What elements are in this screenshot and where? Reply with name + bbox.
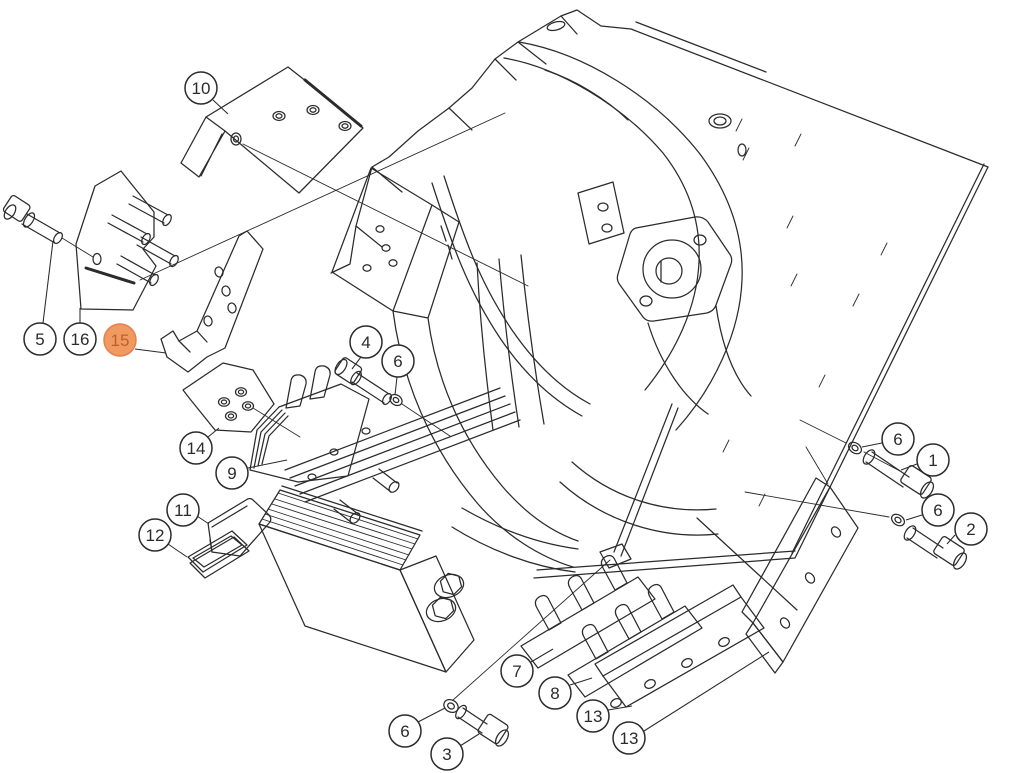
callout-4[interactable]: 4: [349, 325, 383, 370]
callout-balloon[interactable]: [63, 322, 97, 356]
leader-line: [207, 427, 220, 438]
callout-6[interactable]: 6: [861, 422, 915, 456]
callout-6[interactable]: 6: [381, 344, 415, 396]
callout-14[interactable]: 14: [179, 427, 220, 465]
callout-balloon[interactable]: [381, 344, 415, 378]
callout-8[interactable]: 8: [538, 676, 593, 710]
callout-balloon[interactable]: [179, 431, 213, 465]
callout-balloon[interactable]: [916, 443, 950, 477]
callout-balloon[interactable]: [430, 737, 464, 771]
leader-line: [394, 376, 398, 396]
callout-balloon[interactable]: [138, 518, 172, 552]
callout-9[interactable]: 9: [215, 456, 288, 490]
part-12-shim: [187, 530, 250, 579]
bolt-5: [2, 194, 94, 258]
callout-number: 11: [174, 501, 192, 520]
callout-1[interactable]: 1: [900, 443, 950, 477]
callout-balloon[interactable]: [388, 714, 422, 748]
part-16-pin-plate: [75, 112, 506, 311]
callout-2[interactable]: 2: [946, 512, 988, 546]
part-15-bracket: [160, 230, 264, 373]
callout-number: 16: [71, 330, 90, 349]
leader-line: [569, 677, 593, 686]
callout-16[interactable]: 16: [63, 308, 97, 356]
fastener-4-bolt: [334, 357, 451, 437]
leader-line: [134, 348, 167, 354]
callout-number: 10: [192, 79, 211, 98]
callout-balloon[interactable]: [215, 456, 249, 490]
callout-number: 3: [442, 745, 451, 764]
callout-balloon[interactable]: [612, 721, 646, 755]
leader-line: [530, 648, 554, 663]
callout-10[interactable]: 10: [184, 71, 229, 115]
part-8-comb: [567, 583, 703, 698]
callout-number: 7: [512, 662, 521, 681]
leader-line: [212, 99, 229, 115]
callout-balloon[interactable]: [23, 322, 57, 356]
fastener-2-bolt: [744, 491, 968, 570]
callout-number: 6: [393, 352, 402, 371]
leader-line: [417, 707, 446, 723]
leader-line: [167, 543, 188, 558]
callout-12[interactable]: 12: [138, 518, 188, 558]
part-9-liner: [249, 365, 370, 483]
callout-3[interactable]: 3: [430, 733, 480, 771]
callout-5[interactable]: 5: [23, 240, 57, 356]
leader-line: [351, 356, 362, 370]
callout-number: 9: [227, 464, 236, 483]
leader-line: [247, 459, 288, 469]
fastener-1-bolt: [799, 419, 935, 499]
callout-number: 12: [146, 526, 165, 545]
callout-number: 1: [928, 451, 937, 470]
leader-line: [459, 733, 480, 747]
callout-number: 8: [550, 684, 559, 703]
callout-6[interactable]: 6: [388, 707, 446, 748]
callout-balloon[interactable]: [954, 512, 988, 546]
leader-line: [861, 442, 883, 448]
callout-balloon[interactable]: [349, 325, 383, 359]
callout-number: 14: [187, 439, 206, 458]
callout-balloon[interactable]: [500, 654, 534, 688]
callout-number: 6: [893, 430, 902, 449]
part-14-block: [182, 362, 301, 438]
callout-number: 15: [111, 331, 130, 350]
part-13a-bar: [594, 584, 765, 708]
fastener-3-bolt: [443, 559, 611, 747]
callout-balloon[interactable]: [921, 493, 955, 527]
leader-line: [900, 463, 918, 471]
callout-balloon[interactable]: [103, 323, 137, 357]
callout-balloon[interactable]: [184, 71, 218, 105]
callout-11[interactable]: 11: [166, 493, 210, 527]
callout-balloon[interactable]: [538, 676, 572, 710]
leader-line: [42, 240, 54, 324]
leader-line: [643, 651, 770, 732]
callout-number: 5: [35, 330, 44, 349]
callout-13[interactable]: 13: [612, 651, 770, 755]
leader-line: [905, 514, 923, 521]
jaw-plate: [258, 485, 475, 673]
leader-line: [196, 515, 210, 525]
callout-6[interactable]: 6: [905, 493, 955, 527]
callout-number: 4: [361, 333, 370, 352]
leader-line: [946, 534, 956, 545]
callout-balloon[interactable]: [166, 493, 200, 527]
callout-7[interactable]: 7: [500, 648, 554, 688]
machine-body: [284, 9, 989, 611]
callout-13[interactable]: 13: [576, 699, 633, 733]
part-7-comb: [520, 554, 656, 669]
weld-ticks: [722, 118, 888, 507]
part-13b-plate: [741, 446, 859, 674]
callout-number: 13: [620, 729, 639, 748]
callout-number: 13: [584, 707, 603, 726]
callout-balloon[interactable]: [576, 699, 610, 733]
leader-line: [607, 705, 633, 711]
callout-15[interactable]: 15: [103, 323, 167, 357]
callout-number: 6: [933, 501, 942, 520]
callout-number: 2: [966, 520, 975, 539]
callout-balloon[interactable]: [881, 422, 915, 456]
part-10-bracket: [180, 66, 529, 287]
callout-number: 6: [400, 722, 409, 741]
